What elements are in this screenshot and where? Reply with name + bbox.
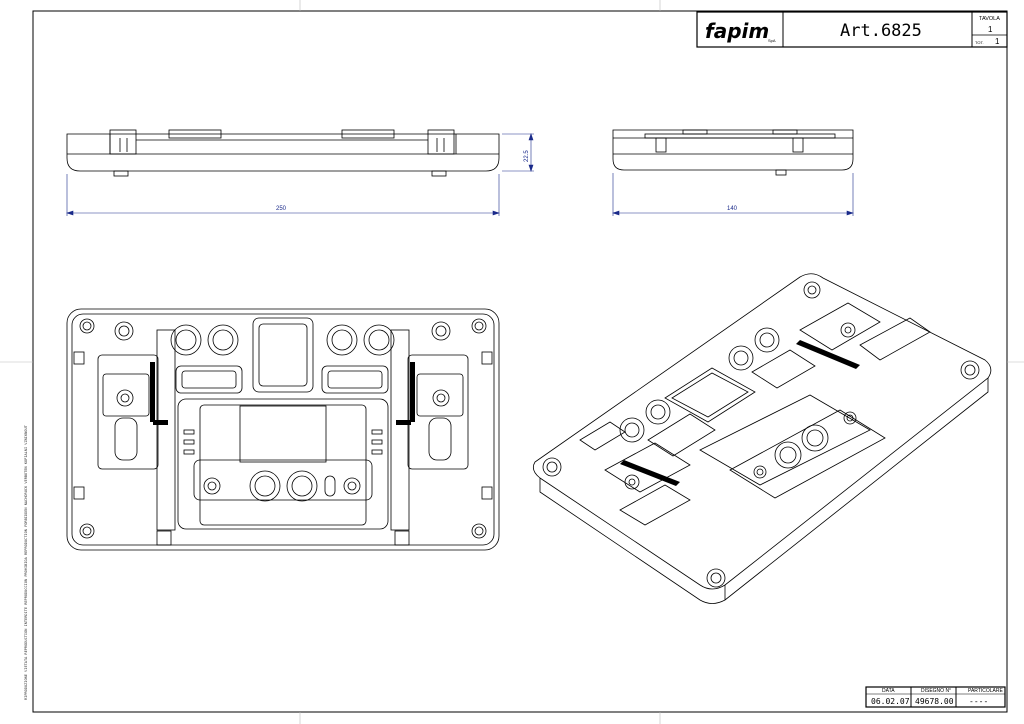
tot-value: 1 bbox=[995, 37, 1000, 46]
article-number: Art.6825 bbox=[840, 21, 922, 41]
tavola-value: 1 bbox=[988, 25, 993, 34]
dim-side-width: 140 bbox=[727, 206, 738, 212]
clamp-bars bbox=[150, 362, 415, 425]
particolare-label: PARTICOLARE bbox=[968, 688, 1003, 694]
isometric-view bbox=[532, 273, 992, 604]
plan-view bbox=[66, 308, 500, 551]
side-view bbox=[612, 129, 854, 176]
dim-front-width: 250 bbox=[276, 206, 287, 212]
company-logo-suffix: SpA bbox=[768, 38, 776, 43]
data-value: 06.02.07 bbox=[871, 697, 910, 706]
company-logo: fapim bbox=[705, 19, 769, 43]
front-view bbox=[66, 129, 500, 177]
sheet-border bbox=[32, 10, 1008, 713]
data-label: DATA bbox=[882, 688, 895, 694]
side-dimension-lines bbox=[612, 173, 854, 216]
side-legend: RIPRODUZIONE VIETATA REPRODUCTION INTERD… bbox=[24, 424, 28, 700]
particolare-value: ---- bbox=[969, 697, 988, 706]
tavola-label: TAVOLA bbox=[979, 16, 1000, 22]
front-dimension-lines bbox=[66, 133, 534, 216]
tot-label: TOT. bbox=[975, 40, 984, 45]
isometric-clamp-bars bbox=[620, 340, 860, 486]
bottom-title-block: DATA 06.02.07 DISEGNO N° 49678.00 PARTIC… bbox=[865, 686, 1006, 708]
disegno-label: DISEGNO N° bbox=[921, 688, 951, 694]
disegno-value: 49678.00 bbox=[915, 697, 954, 706]
dim-front-height: 22.5 bbox=[524, 150, 530, 162]
title-block: fapim SpA Art.6825 TAVOLA 1 TOT. 1 bbox=[696, 11, 1008, 48]
